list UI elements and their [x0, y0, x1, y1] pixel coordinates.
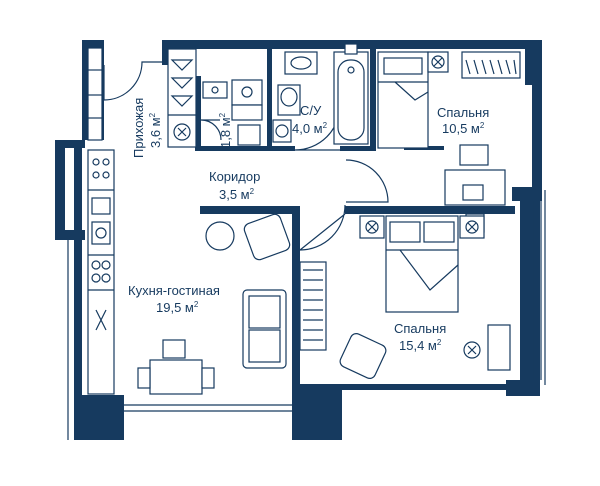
bedroom2-area-label: 15,4 м2: [399, 338, 442, 353]
window-lines: [67, 190, 546, 440]
bathroom-area-label: 4,0 м2: [292, 121, 328, 136]
corridor-area-label: 3,5 м2: [219, 187, 255, 202]
room-labels: Прихожая 3,6 м2 1,8 м2 С/У 4,0 м2 Спальн…: [128, 98, 489, 353]
kitchen-name-label: Кухня-гостиная: [128, 283, 220, 298]
kitchen-area-label: 19,5 м2: [156, 300, 199, 315]
bathroom-fixtures: [272, 43, 369, 145]
bedroom2-furniture: [299, 215, 511, 379]
doors: [103, 61, 389, 251]
kitchen-furniture: [87, 149, 291, 395]
bathroom-name-label: С/У: [300, 103, 322, 118]
hallway-name-label: Прихожая: [131, 98, 146, 158]
corridor-name-label: Коридор: [209, 169, 260, 184]
hallway-area-label: 3,6 м2: [148, 112, 163, 148]
closet-fixtures: [202, 79, 263, 146]
bedroom2-name-label: Спальня: [394, 321, 446, 336]
bedroom1-name-label: Спальня: [437, 105, 489, 120]
bedroom1-area-label: 10,5 м2: [442, 121, 485, 136]
closet-area-label: 1,8 м2: [218, 112, 233, 148]
bedroom1-furniture: [377, 51, 521, 233]
wardrobe: [87, 47, 197, 148]
